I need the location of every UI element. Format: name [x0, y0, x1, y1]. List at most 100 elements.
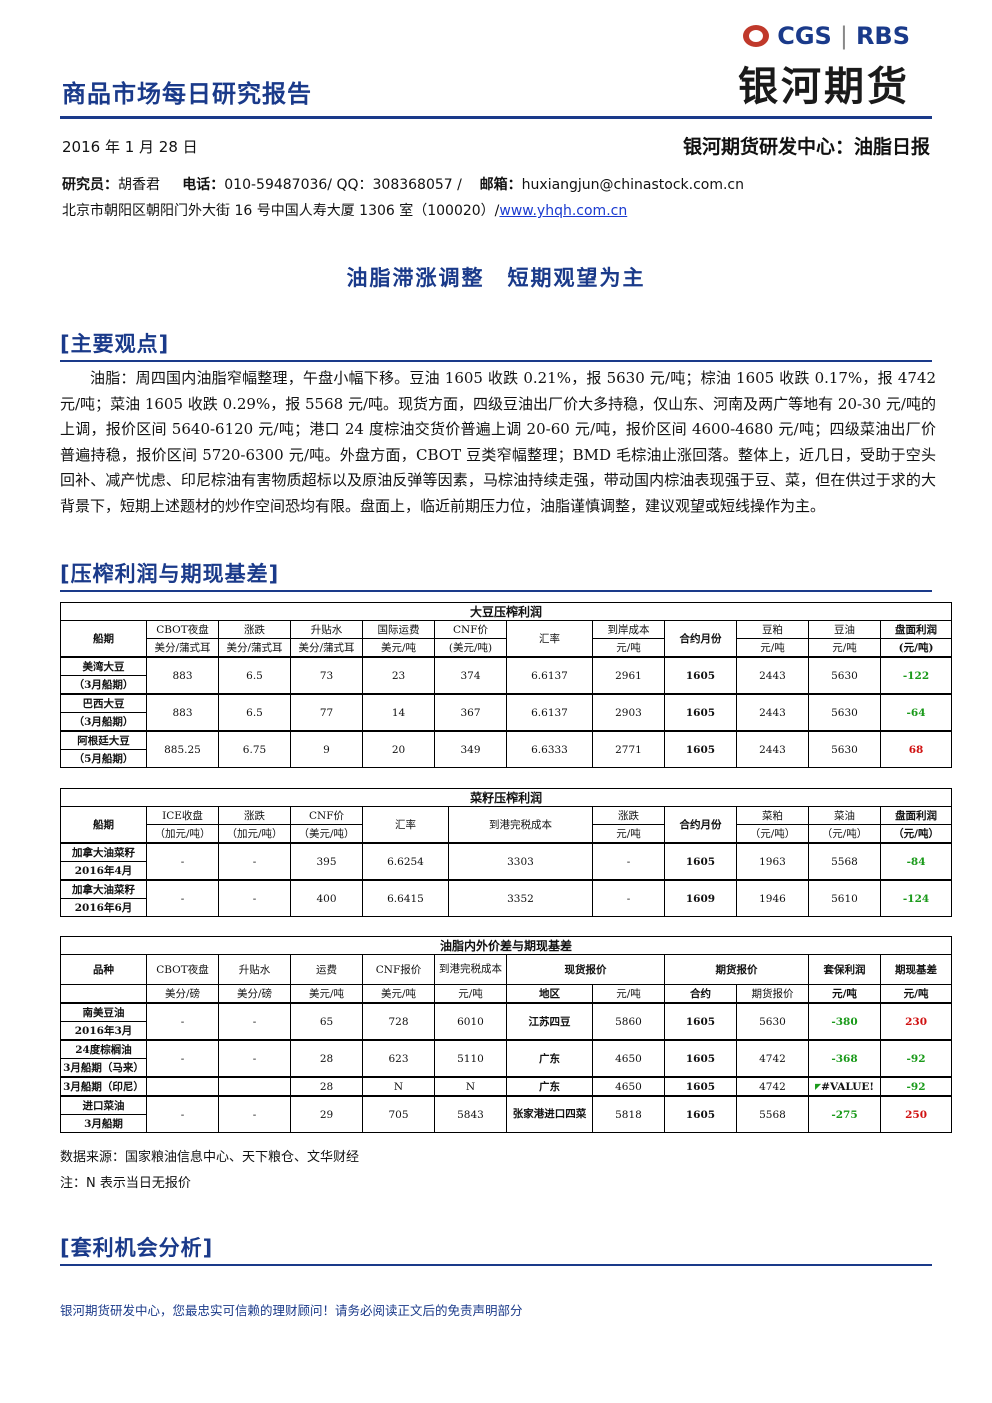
- report-title: 商品市场每日研究报告: [62, 80, 312, 108]
- cell: 6.6333: [506, 730, 593, 768]
- cell: 400: [290, 879, 363, 917]
- cell: -: [592, 879, 665, 917]
- col-header: 汇率: [506, 620, 593, 658]
- row-name: 3月船期（印尼）: [60, 1076, 147, 1097]
- cell: [146, 1076, 219, 1097]
- profit-cell: -64: [879, 693, 953, 732]
- cell: 1605: [664, 842, 737, 881]
- cell: 73: [290, 656, 363, 695]
- cell: 77: [290, 693, 363, 732]
- cell: 14: [362, 693, 435, 732]
- row-name: 巴西大豆: [60, 693, 147, 713]
- cell: 4650: [592, 1039, 665, 1078]
- basis-cell: -92: [879, 1076, 953, 1097]
- phone-label: 电话：: [182, 177, 225, 193]
- n-meaning-note: 注：N 表示当日无报价: [60, 1176, 191, 1191]
- row-subname: 2016年6月: [60, 898, 147, 917]
- hedge-cell: -275: [808, 1095, 881, 1133]
- cell: 5110: [434, 1039, 507, 1078]
- unit-label: 元/吨: [434, 984, 507, 1004]
- col-header: 到港完税成本: [434, 954, 507, 985]
- basis-cell: 250: [879, 1095, 953, 1133]
- cell: 349: [434, 730, 507, 768]
- hedge-cell: ◤#VALUE!: [808, 1076, 881, 1097]
- row-name: 加拿大油菜籽: [60, 879, 147, 899]
- cell: 2961: [592, 656, 665, 695]
- row-subname: 2016年4月: [60, 861, 147, 881]
- unit-label: 元/吨: [736, 638, 809, 658]
- cell: N: [434, 1076, 507, 1097]
- row-name: 加拿大油菜籽: [60, 842, 147, 862]
- row-name: 南美豆油: [60, 1002, 147, 1022]
- col-header: 期货报价: [664, 954, 809, 985]
- col-header: CBOT夜盘: [146, 954, 219, 985]
- row-name: 进口菜油: [60, 1095, 147, 1115]
- unit-label: 美元/吨: [362, 984, 435, 1004]
- cell: 395: [290, 842, 363, 881]
- cell: 5568: [736, 1095, 809, 1133]
- cell: -: [146, 879, 219, 917]
- cell: 28: [290, 1076, 363, 1097]
- cell: 2443: [736, 730, 809, 768]
- cell: 2443: [736, 656, 809, 695]
- cell: 1609: [664, 879, 737, 917]
- unit-label: 元/吨: [808, 984, 881, 1004]
- cell: 374: [434, 656, 507, 695]
- cell: -: [218, 842, 291, 881]
- cgs-logo-icon: [743, 25, 770, 47]
- profit-cell: 68: [879, 730, 953, 768]
- col-header: 运费: [290, 954, 363, 985]
- col-header: 升贴水: [218, 954, 291, 985]
- col-header: 涨跌: [218, 620, 291, 639]
- row-subname: 3月船期: [60, 1114, 147, 1133]
- cell: 6.6254: [362, 842, 449, 881]
- hedge-cell: -380: [808, 1002, 881, 1041]
- email-value[interactable]: huxiangjun@chinastock.com.cn: [521, 177, 744, 193]
- cell: 1605: [664, 1002, 737, 1041]
- unit-label: 美分/磅: [146, 984, 219, 1004]
- cell: 5630: [808, 730, 881, 768]
- unit-label: 美元/吨: [290, 984, 363, 1004]
- cell: 4650: [592, 1076, 665, 1097]
- col-header: 到岸成本: [592, 620, 665, 639]
- cell: -: [218, 1002, 291, 1041]
- cell: 6.75: [218, 730, 291, 768]
- table-row: 美湾大豆 883 6.5 73 23 374 6.6137 2961 1605 …: [60, 656, 953, 695]
- col-header: 涨跌: [592, 806, 665, 825]
- col-header: 升贴水: [290, 620, 363, 639]
- col-header: CNF价: [290, 806, 363, 825]
- cell: [218, 1076, 291, 1097]
- researcher-label: 研究员：: [62, 177, 118, 193]
- website-link[interactable]: www.yhqh.com.cn: [499, 203, 628, 219]
- oil-spread-basis-table: 油脂内外价差与期现基差 品种 CBOT夜盘 升贴水 运费 CNF报价 到港完税成…: [59, 936, 953, 1133]
- table-row: 南美豆油 - - 65 728 6010 江苏四豆 5860 1605 5630…: [60, 1002, 953, 1041]
- col-header: 船期: [60, 620, 147, 658]
- soy-crush-table: 大豆压榨利润 船期 CBOT夜盘 涨跌 升贴水 国际运费 CNF价 汇率 到岸成…: [59, 602, 953, 768]
- row-subname: （3月船期）: [60, 712, 147, 732]
- col-header: 套保利润: [808, 954, 881, 985]
- table-caption: 油脂内外价差与期现基差: [59, 936, 953, 955]
- unit-label: （元/吨）: [736, 824, 809, 844]
- phone-value: 010-59487036/ QQ：308368057 /: [224, 177, 462, 193]
- col-header: 盘面利润: [879, 620, 953, 639]
- unit-label: （元/吨）: [879, 824, 953, 844]
- unit-label: 美分/磅: [218, 984, 291, 1004]
- cell: -: [146, 1002, 219, 1041]
- cell: -: [218, 879, 291, 917]
- cell: 6.6415: [362, 879, 449, 917]
- col-header: 汇率: [362, 806, 449, 844]
- table-row: 进口菜油 - - 29 705 5843 张家港进口四菜 5818 1605 5…: [60, 1095, 953, 1133]
- error-flag-icon: ◤: [814, 1080, 822, 1091]
- col-header: 盘面利润: [879, 806, 953, 825]
- section-divider: [60, 360, 932, 362]
- cell: 5630: [808, 693, 881, 732]
- col-header: 菜油: [808, 806, 881, 825]
- cell: 6.6137: [506, 656, 593, 695]
- unit-label: （加元/吨）: [218, 824, 291, 844]
- cell: -: [218, 1039, 291, 1078]
- unit-label: 美元/吨: [362, 638, 435, 658]
- unit-label: (美元/吨): [434, 638, 507, 658]
- cell: 29: [290, 1095, 363, 1133]
- table-row: 巴西大豆 883 6.5 77 14 367 6.6137 2903 1605 …: [60, 693, 953, 732]
- unit-label: 美分/蒲式耳: [290, 638, 363, 658]
